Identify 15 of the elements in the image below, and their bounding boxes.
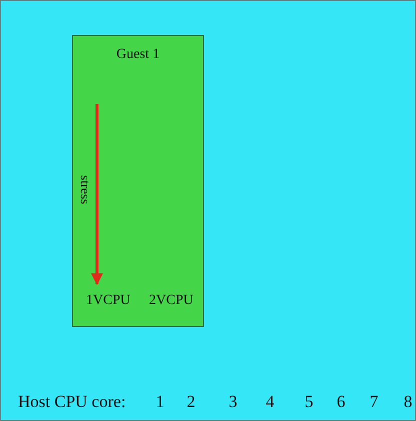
core-number: 5 <box>304 391 314 413</box>
guest-title: Guest 1 <box>116 46 160 64</box>
core-number: 7 <box>370 391 378 413</box>
core-number: 1 <box>156 391 164 413</box>
host-cpu-core-label: Host CPU core: <box>18 391 126 413</box>
edge-label: stress <box>77 175 94 204</box>
core-number: 3 <box>228 391 238 413</box>
vcpu-label: 1VCPU <box>86 290 130 311</box>
core-number: 6 <box>336 391 346 413</box>
guest-box <box>72 35 204 327</box>
vcpu-label: 2VCPU <box>149 290 194 311</box>
arrow <box>91 104 103 286</box>
core-number: 4 <box>266 391 274 413</box>
core-number: 2 <box>186 391 196 413</box>
core-number: 8 <box>404 391 412 413</box>
